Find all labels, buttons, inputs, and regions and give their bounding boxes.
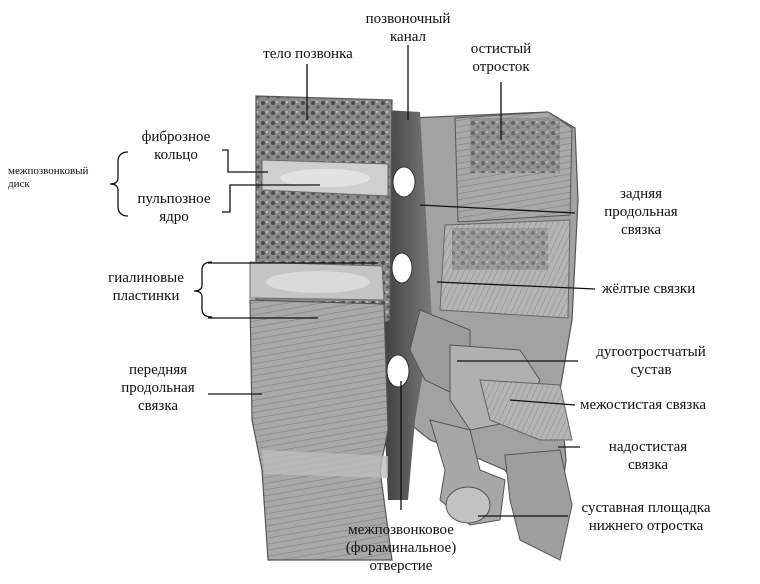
label-fibrous-ring: фиброзное кольцо <box>132 128 220 164</box>
label-articular-line1: суставная площадка <box>566 499 726 517</box>
label-facet-joint: дугоотростчатый сустав <box>576 343 726 379</box>
label-supraspinous-line1: надостистая <box>584 438 712 456</box>
anatomy-drawing <box>250 96 578 560</box>
label-spinal-canal-line1: позвоночный <box>360 10 456 28</box>
label-fibrous-ring-line2: кольцо <box>132 146 220 164</box>
label-anterior-ligament-line3: связка <box>108 397 208 415</box>
label-foramen-line1: межпозвонковое <box>326 521 476 539</box>
label-anterior-ligament-line2: продольная <box>108 379 208 397</box>
label-vertebral-body: тело позвонка <box>246 45 370 63</box>
articular-surface <box>446 487 490 523</box>
foramen-middle <box>392 253 412 283</box>
upper-nucleus <box>280 169 370 187</box>
label-supraspinous-line2: связка <box>584 456 712 474</box>
yellow-ligament-block <box>452 228 548 270</box>
label-facet-joint-line1: дугоотростчатый <box>576 343 726 361</box>
label-nucleus-line1: пульпозное <box>128 190 220 208</box>
label-interspinous-ligament: межостистая связка <box>580 396 756 414</box>
label-spinous-process-line1: остистый <box>458 40 544 58</box>
label-articular-line2: нижнего отростка <box>566 517 726 535</box>
label-disc-line1: межпозвонковый <box>8 165 112 178</box>
label-spinal-canal: позвоночный канал <box>360 10 456 46</box>
label-nucleus-line2: ядро <box>128 208 220 226</box>
label-posterior-ligament-line2: продольная <box>586 203 696 221</box>
label-hyaline-plates: гиалиновые пластинки <box>98 269 194 305</box>
label-articular-surface: суставная площадка нижнего отростка <box>566 499 726 535</box>
foramen-lower <box>387 355 409 387</box>
label-spinous-process: остистый отросток <box>458 40 544 76</box>
lower-arch <box>505 450 572 560</box>
label-anterior-ligament-line1: передняя <box>108 361 208 379</box>
foramen-upper <box>393 167 415 197</box>
label-spinous-process-line2: отросток <box>458 58 544 76</box>
label-spinal-canal-line2: канал <box>360 28 456 46</box>
label-yellow-ligaments: жёлтые связки <box>602 280 732 298</box>
label-interspinous-text: межостистая связка <box>580 396 756 414</box>
label-posterior-ligament-line3: связка <box>586 221 696 239</box>
spinous-process-top <box>470 118 560 173</box>
label-supraspinous-ligament: надостистая связка <box>584 438 712 474</box>
label-fibrous-ring-line1: фиброзное <box>132 128 220 146</box>
label-intervertebral-disc: межпозвонковый диск <box>8 165 112 191</box>
label-foramen-line2: (фораминальное) <box>326 539 476 557</box>
label-hyaline-line2: пластинки <box>98 287 194 305</box>
label-nucleus-pulposus: пульпозное ядро <box>128 190 220 226</box>
label-yellow-ligaments-text: жёлтые связки <box>602 280 732 298</box>
label-intervertebral-foramen: межпозвонковое (фораминальное) отверстие <box>326 521 476 575</box>
label-anterior-ligament: передняя продольная связка <box>108 361 208 415</box>
label-posterior-ligament-line1: задняя <box>586 185 696 203</box>
label-foramen-line3: отверстие <box>326 557 476 575</box>
lower-nucleus <box>266 271 370 293</box>
label-posterior-ligament: задняя продольная связка <box>586 185 696 239</box>
label-facet-joint-line2: сустав <box>576 361 726 379</box>
label-disc-line2: диск <box>8 178 112 191</box>
disc-brace <box>110 152 128 216</box>
label-vertebral-body-text: тело позвонка <box>246 45 370 63</box>
plates-brace <box>194 262 212 317</box>
label-hyaline-line1: гиалиновые <box>98 269 194 287</box>
